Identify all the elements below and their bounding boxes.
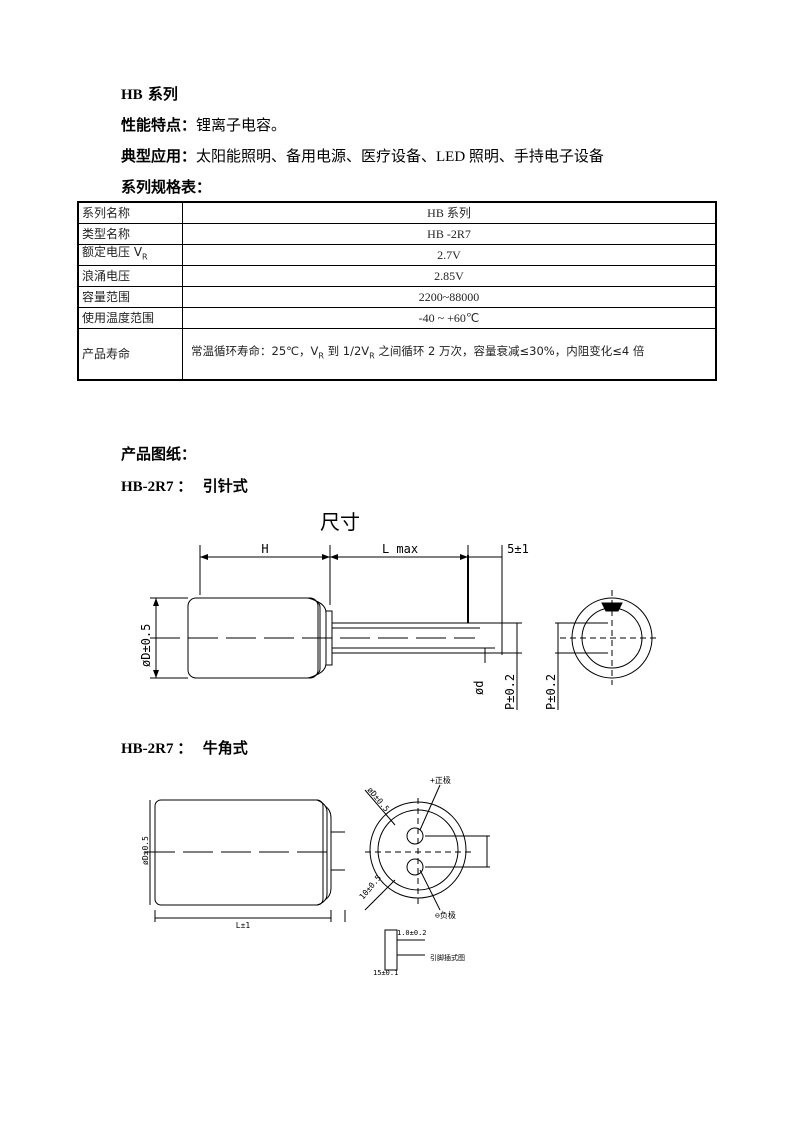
row-key: 浪涌电压 (77, 265, 183, 287)
table-row: 浪涌电压 2.85V (77, 265, 717, 287)
snap-d-top: øD±0.5 (365, 786, 391, 814)
drawings-title: 产品图纸： (121, 445, 197, 463)
dim-d: øD±0.5 (139, 624, 153, 667)
series-title: HB 系列 (121, 85, 178, 103)
table-row: 容量范围 2200~88000 (77, 286, 717, 308)
row-key: 系列名称 (77, 201, 183, 224)
features-value: 锂离子电容。 (196, 118, 287, 134)
table-row: 产品寿命 常温循环寿命：25℃，VR 到 1/2VR 之间循环 2 万次，容量衰… (77, 328, 717, 381)
features-label: 性能特点： (121, 116, 197, 134)
row-value: HB -2R7 (182, 223, 717, 245)
applications-value: 太阳能照明、备用电源、医疗设备、LED 照明、手持电子设备 (196, 149, 604, 165)
pin-type-drawing: H L max 5±1 øD±0.5 ød P±0.2 P±0.2 (139, 542, 660, 710)
snap-bottom: 15±0.1 (373, 969, 398, 977)
dim-wire: ød (472, 681, 486, 695)
table-row: 系列名称 HB 系列 (77, 201, 717, 224)
snap-type-drawing: øD±0.5 L±1 øD±0.5 10±0.5 +正极 ⊖负极 1.0±0.2… (141, 775, 490, 977)
row-value: -40 ~ +60℃ (182, 307, 717, 329)
dim-l: L max (382, 542, 418, 556)
dim-lead: 5±1 (507, 542, 529, 556)
row-value: HB 系列 (182, 201, 717, 224)
snap-pitch: 10±0.5 (358, 873, 384, 901)
pin-type-label: HB-2R7 ： 引针式 (121, 477, 248, 495)
applications-line: 典型应用：太阳能照明、备用电源、医疗设备、LED 照明、手持电子设备 (121, 145, 604, 166)
table-row: 类型名称 HB -2R7 (77, 223, 717, 245)
snap-pos: +正极 (430, 775, 451, 785)
row-key: 使用温度范围 (77, 307, 183, 329)
snap-len: L±1 (236, 921, 251, 930)
row-value: 2200~88000 (182, 286, 717, 308)
row-value: 2.85V (182, 265, 717, 287)
row-key: 产品寿命 (77, 328, 183, 381)
dim-h: H (261, 542, 268, 556)
table-row: 额定电压 VR 2.7V (77, 244, 717, 266)
row-key: 额定电压 VR (77, 244, 183, 266)
snap-neg: ⊖负极 (435, 910, 456, 920)
applications-label: 典型应用： (121, 147, 197, 165)
dim-p1: P±0.2 (503, 674, 517, 710)
features-line: 性能特点：锂离子电容。 (121, 114, 286, 135)
table-row: 使用温度范围 -40 ~ +60℃ (77, 307, 717, 329)
row-key: 类型名称 (77, 223, 183, 245)
snap-d-side: øD±0.5 (141, 836, 150, 865)
snap-type-label: HB-2R7 ： 牛角式 (121, 739, 248, 757)
life-value: 常温循环寿命：25℃，VR 到 1/2VR 之间循环 2 万次，容量衰减≤30%… (182, 328, 717, 381)
table-title: 系列规格表： (121, 178, 212, 196)
row-value: 2.7V (182, 244, 717, 266)
snap-pin: 引脚插式图 (430, 953, 465, 962)
size-title: 尺寸 (320, 510, 360, 534)
spec-table: 系列名称 HB 系列 类型名称 HB -2R7 额定电压 VR 2.7V 浪涌电… (77, 201, 717, 381)
dim-p2: P±0.2 (544, 674, 558, 710)
snap-tab: 1.0±0.2 (397, 929, 427, 937)
row-key: 容量范围 (77, 286, 183, 308)
